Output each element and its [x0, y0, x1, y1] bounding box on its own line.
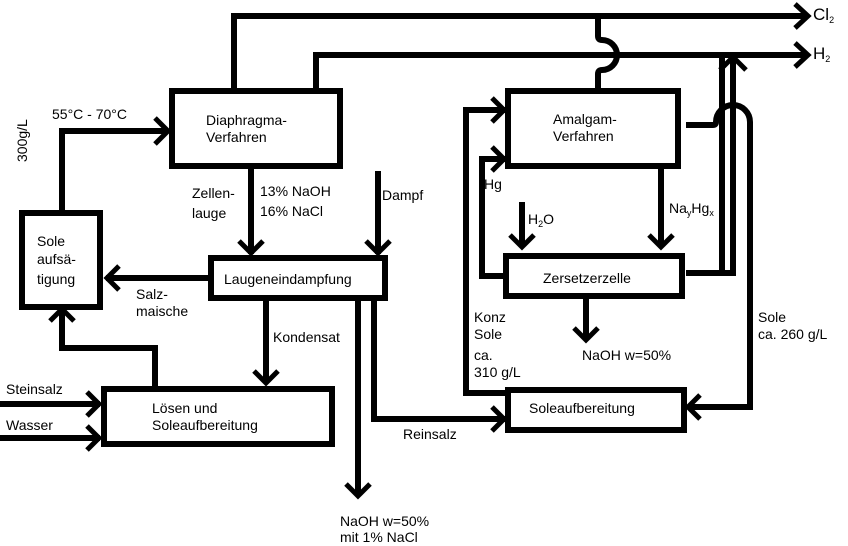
- hg-inlet-arrowhead: [490, 145, 508, 173]
- zersetzerzelle-box[interactable]: [503, 253, 685, 299]
- cl2-output-label: Cl2: [813, 5, 835, 25]
- zersetzer-h2-line: [686, 58, 725, 276]
- hg-loop-line: [479, 156, 506, 279]
- nacl16-label: 16% NaCl: [260, 203, 324, 219]
- amalgam-label-2: Verfahren: [553, 128, 614, 144]
- kondensat-arrowhead: [252, 369, 280, 387]
- loesen-label-2: Soleaufbereitung: [152, 417, 258, 433]
- soleaufbereitung-label: Soleaufbereitung: [529, 400, 635, 416]
- amalgam-sole-inlet-arrowhead: [490, 96, 508, 124]
- h2-arrowhead: [793, 41, 812, 69]
- wasser-label: Wasser: [6, 417, 53, 433]
- konz-sole-label-3: ca.: [474, 347, 493, 363]
- naoh13-label: 13% NaOH: [260, 183, 331, 199]
- diaphragma-label-1: Diaphragma-: [206, 112, 287, 128]
- diaphragma-inlet-arrowhead: [153, 116, 172, 146]
- reinsalz-line: [371, 300, 505, 422]
- sole-260-label-1: Sole: [758, 309, 787, 325]
- amalgam-cl2-line: [595, 16, 620, 88]
- temperature-label: 55°C - 70°C: [52, 106, 128, 122]
- sole-260-label-2: ca. 260 g/L: [758, 326, 828, 342]
- konz-sole-label-1: Konz: [474, 309, 506, 325]
- amalgam-label-1: Amalgam-: [553, 111, 617, 127]
- h2o-label: H2O: [528, 211, 555, 229]
- hg-label: Hg: [484, 176, 502, 192]
- cl2-line: [231, 13, 805, 88]
- loesen-to-sole-line: [59, 309, 158, 389]
- kondensat-label: Kondensat: [273, 329, 340, 345]
- dampf-label: Dampf: [382, 187, 424, 203]
- konz-sole-label-2: Sole: [474, 326, 503, 342]
- diaphragma-label-2: Verfahren: [206, 129, 267, 145]
- dampf-arrowhead: [364, 239, 392, 257]
- wasser-arrowhead: [85, 424, 103, 452]
- soleaufbereitung-box[interactable]: [505, 387, 687, 433]
- zellenlauge-label-2: lauge: [192, 205, 227, 221]
- nahg-arrowhead: [647, 233, 675, 251]
- naoh-amalgam-label: NaOH w=50%: [582, 347, 672, 363]
- naoh-amalgam-arrowhead: [572, 326, 600, 344]
- zersetzer-h2-arrowhead: [718, 53, 748, 72]
- sole-aufsaettigung-label-1: Sole: [37, 233, 66, 249]
- reinsalz-arrowhead: [490, 405, 508, 433]
- sole-to-diaphragma-line: [59, 128, 166, 212]
- naoh-final-label-2: mit 1% NaCl: [340, 529, 418, 545]
- steinsalz-arrowhead: [85, 390, 103, 418]
- concentration-300-label: 300g/L: [14, 119, 30, 162]
- sole-aufsaettigung-label-2: aufsä-: [37, 251, 76, 267]
- konz-sole-line: [463, 107, 507, 396]
- konz-sole-label-4: 310 g/L: [474, 364, 521, 380]
- diaphragma-box[interactable]: [169, 88, 343, 169]
- zellenlauge-label-1: Zellen-: [192, 185, 235, 201]
- salzmaische-label-1: Salz-: [136, 286, 168, 302]
- zersetzer-h2-line-2: [722, 58, 736, 276]
- amalgam-box[interactable]: [505, 88, 681, 169]
- zersetzerzelle-label: Zersetzerzelle: [543, 270, 631, 286]
- laugeneindampfung-label: Laugeneindampfung: [224, 271, 352, 287]
- sole-aufsaettigung-box[interactable]: [19, 210, 103, 310]
- laugeneindampfung-box[interactable]: [208, 255, 388, 301]
- amalgam-sole-outlet-line: [686, 102, 753, 410]
- sole-aufsaettigung-label-3: tigung: [37, 271, 76, 287]
- h2o-arrowhead: [508, 233, 536, 251]
- naoh-final-label-1: NaOH w=50%: [340, 513, 430, 529]
- loesen-label-1: Lösen und: [152, 400, 218, 416]
- zellenlauge-arrowhead: [237, 239, 265, 257]
- salzmaische-label-2: maische: [136, 303, 189, 319]
- soleaufbereitung-inlet-arrowhead: [684, 393, 702, 421]
- cl2-arrowhead: [793, 2, 812, 30]
- nahg-label: NayHgx: [669, 200, 714, 218]
- h2-line: [313, 52, 805, 88]
- salzmaische-arrowhead: [103, 264, 121, 292]
- steinsalz-label: Steinsalz: [6, 381, 63, 397]
- loesen-box[interactable]: [101, 386, 335, 447]
- naoh-final-arrowhead: [344, 482, 372, 500]
- reinsalz-label: Reinsalz: [403, 426, 457, 442]
- h2-output-label: H2: [813, 44, 831, 64]
